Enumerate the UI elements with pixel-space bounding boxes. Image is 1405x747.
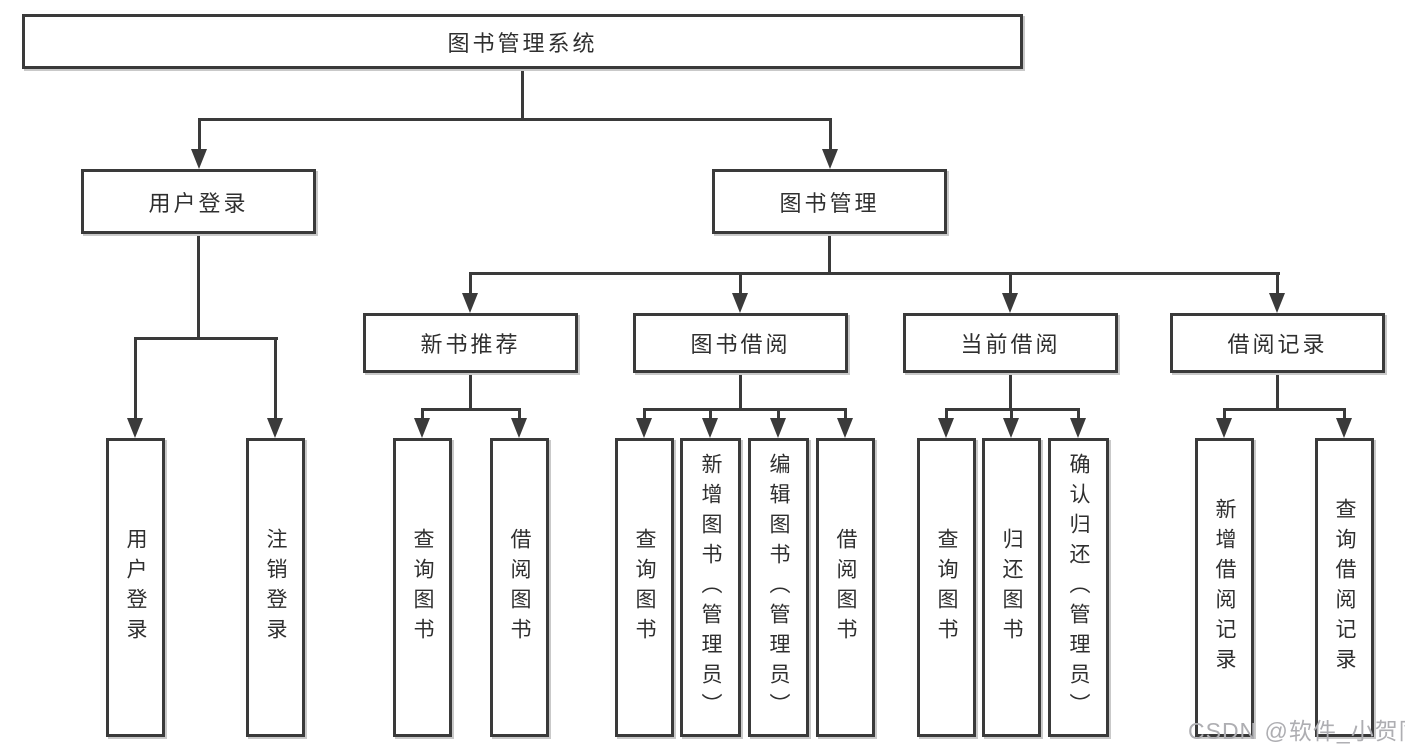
node-logout: 注销登录 xyxy=(246,438,305,737)
connector-branch-line xyxy=(469,272,1280,275)
node-login: 用户登录 xyxy=(106,438,165,737)
connector-stem xyxy=(197,234,200,340)
connector-branch-line xyxy=(198,118,832,121)
arrow-down-icon xyxy=(1003,411,1019,438)
arrow-down-icon xyxy=(1216,411,1232,438)
arrow-down-icon xyxy=(414,411,430,438)
node-label: 当前借阅 xyxy=(960,332,1061,357)
node-label: 用户登录 xyxy=(148,190,249,216)
node-user-login: 用户登录 xyxy=(81,169,316,234)
node-label: 查询借阅记录 xyxy=(1333,497,1356,678)
node-library-system: 图书管理系统 xyxy=(22,14,1023,69)
node-label: 注销登录 xyxy=(264,527,287,648)
node-nb-query-books: 查询图书 xyxy=(393,438,452,737)
connector-branch-line xyxy=(1223,408,1346,411)
arrow-down-icon xyxy=(1269,275,1285,313)
node-label: 查询图书 xyxy=(935,527,958,648)
node-cb-return-books: 归还图书 xyxy=(982,438,1041,737)
arrow-down-icon xyxy=(837,411,853,438)
node-label: 新增图书（管理员） xyxy=(699,452,722,723)
node-label: 查询图书 xyxy=(633,527,656,648)
connector-stem xyxy=(1009,373,1012,411)
node-bb-edit-books-admin: 编辑图书（管理员） xyxy=(748,438,809,737)
arrow-down-icon xyxy=(511,411,527,438)
arrow-down-icon xyxy=(191,121,207,169)
connector-stem xyxy=(828,234,831,275)
node-label: 图书管理系统 xyxy=(447,30,598,56)
connector-stem xyxy=(739,373,742,411)
node-label: 借阅记录 xyxy=(1227,332,1328,357)
arrow-down-icon xyxy=(822,121,838,169)
node-label: 图书管理 xyxy=(779,190,880,216)
node-current-borrowing: 当前借阅 xyxy=(903,313,1118,373)
node-label: 查询图书 xyxy=(411,527,434,648)
connector-branch-line xyxy=(945,408,1080,411)
arrow-down-icon xyxy=(732,275,748,313)
node-bb-add-books-admin: 新增图书（管理员） xyxy=(680,438,741,737)
node-label: 新书推荐 xyxy=(420,332,521,357)
node-label: 新增借阅记录 xyxy=(1213,497,1236,678)
arrow-down-icon xyxy=(267,340,283,438)
node-bb-query-books: 查询图书 xyxy=(615,438,674,737)
node-br-add-record: 新增借阅记录 xyxy=(1195,438,1254,737)
node-label: 归还图书 xyxy=(1000,527,1023,648)
node-cb-query-books: 查询图书 xyxy=(917,438,976,737)
node-book-management: 图书管理 xyxy=(712,169,947,234)
node-nb-borrow-books: 借阅图书 xyxy=(490,438,549,737)
arrow-down-icon xyxy=(1070,411,1086,438)
node-bb-borrow-books: 借阅图书 xyxy=(816,438,875,737)
node-label: 确认归还（管理员） xyxy=(1067,452,1090,723)
node-label: 借阅图书 xyxy=(834,527,857,648)
node-label: 借阅图书 xyxy=(508,527,531,648)
node-book-borrowing: 图书借阅 xyxy=(633,313,848,373)
connector-branch-line xyxy=(643,408,847,411)
node-cb-confirm-return-admin: 确认归还（管理员） xyxy=(1048,438,1109,737)
node-label: 图书借阅 xyxy=(690,332,791,357)
arrow-down-icon xyxy=(1336,411,1352,438)
arrow-down-icon xyxy=(702,411,718,438)
node-label: 编辑图书（管理员） xyxy=(767,452,790,723)
connector-branch-line xyxy=(421,408,521,411)
arrow-down-icon xyxy=(770,411,786,438)
node-new-book-recommend: 新书推荐 xyxy=(363,313,578,373)
arrow-down-icon xyxy=(462,275,478,313)
arrow-down-icon xyxy=(127,340,143,438)
node-label: 用户登录 xyxy=(124,527,147,648)
arrow-down-icon xyxy=(636,411,652,438)
arrow-down-icon xyxy=(938,411,954,438)
node-borrowing-records: 借阅记录 xyxy=(1170,313,1385,373)
connector-stem xyxy=(1276,373,1279,411)
connector-stem xyxy=(469,373,472,411)
watermark: CSDN @软件_小贺同学 xyxy=(1188,718,1405,744)
connector-stem xyxy=(521,66,524,120)
arrow-down-icon xyxy=(1002,275,1018,313)
node-br-query-record: 查询借阅记录 xyxy=(1315,438,1374,737)
connector-branch-line xyxy=(134,337,278,340)
